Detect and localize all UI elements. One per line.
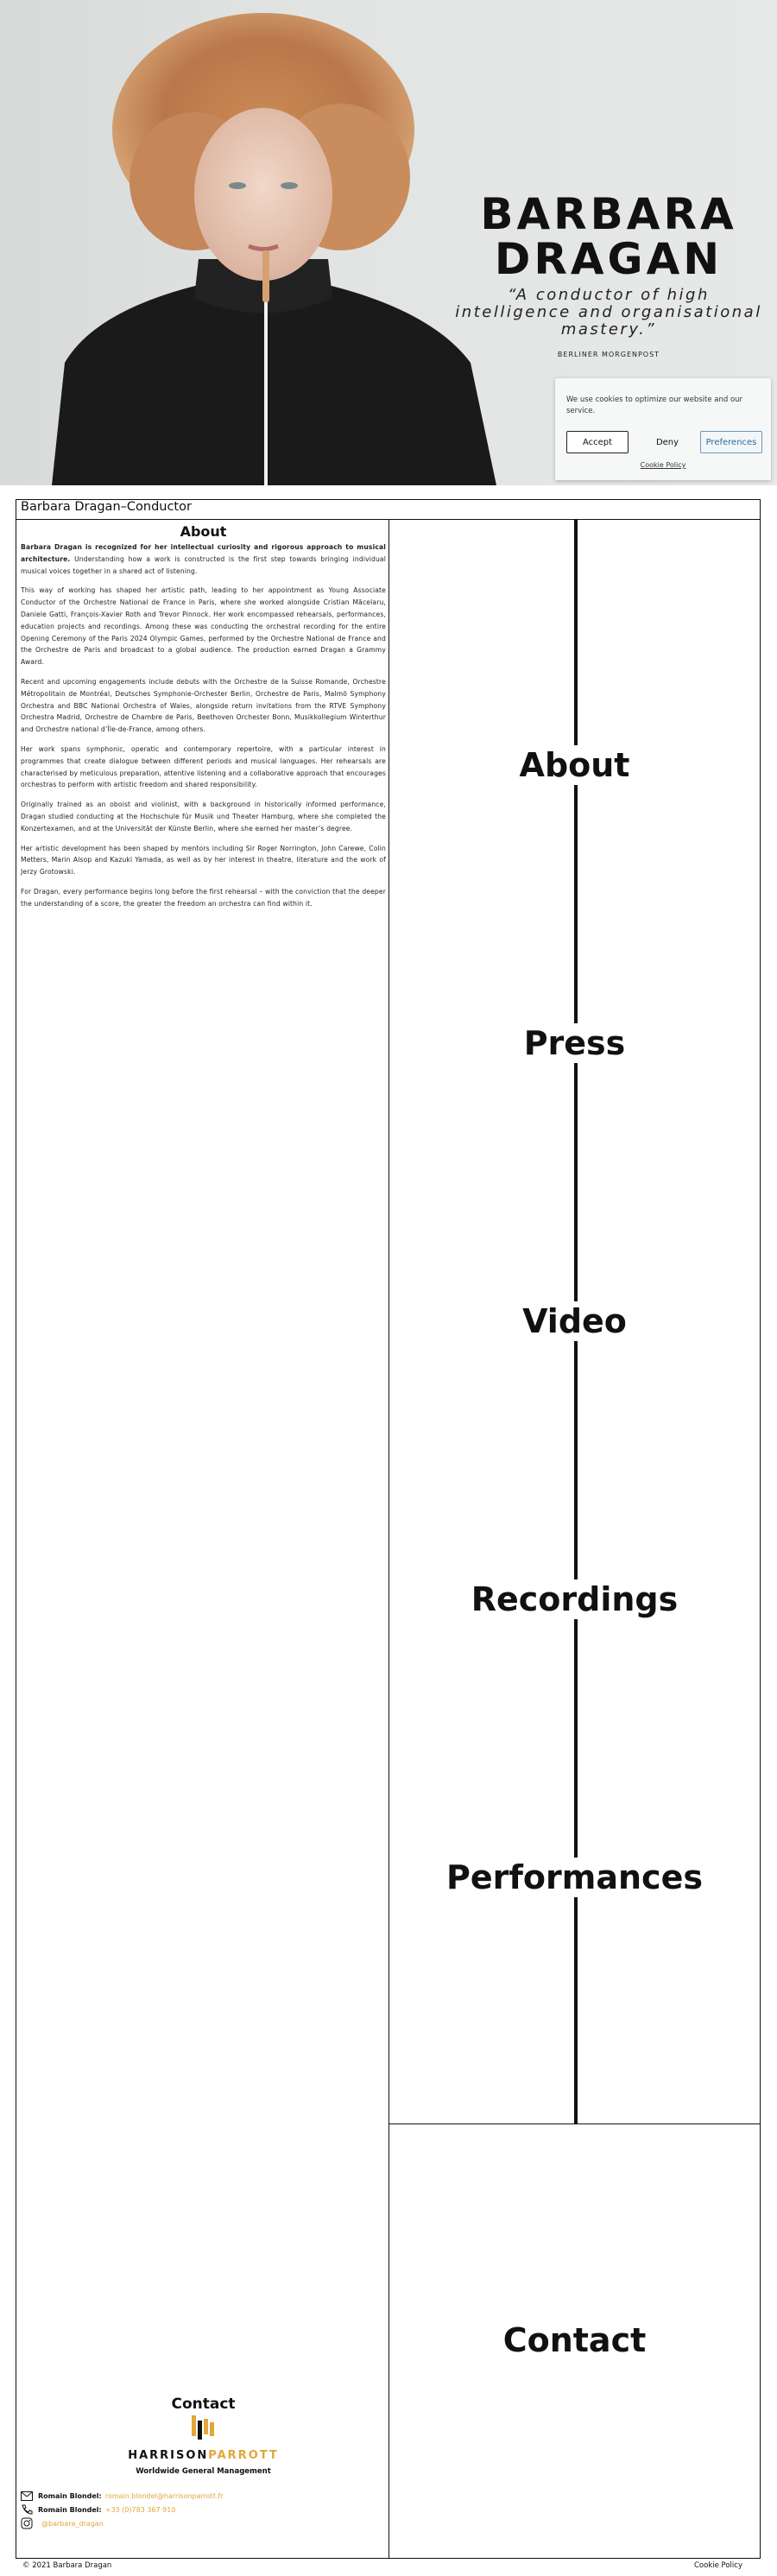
- about-lead: Barbara Dragan is recognized for her int…: [21, 541, 386, 577]
- cookie-message: We use cookies to optimize our website a…: [566, 396, 743, 415]
- hero-banner: BARBARA DRAGAN “A conductor of high inte…: [0, 0, 777, 485]
- hero-quote: “A conductor of high intelligence and or…: [455, 286, 762, 339]
- contact-heading: Contact: [171, 2396, 236, 2413]
- about-paragraph: This way of working has shaped her artis…: [21, 586, 386, 667]
- hero-name: BARBARA DRAGAN: [449, 192, 768, 282]
- contact-nav-divider: [388, 2123, 761, 2124]
- nav-video[interactable]: Video: [389, 1301, 760, 1341]
- header-divider: [16, 519, 761, 520]
- contact-phone-label: Romain Blondel:: [38, 2505, 102, 2514]
- mail-icon: [21, 2491, 33, 2501]
- contact-email-row: Romain Blondel: romain.blondel@harrisonp…: [21, 2490, 224, 2502]
- about-paragraph: Recent and upcoming engagements include …: [21, 677, 386, 734]
- contact-email-label: Romain Blondel:: [38, 2491, 102, 2500]
- hero-name-line2: DRAGAN: [494, 234, 723, 284]
- contact-instagram-link[interactable]: @barbara_dragan: [41, 2519, 104, 2528]
- harrisonparrott-logo-icon: [192, 2415, 214, 2440]
- about-paragraph: For Dragan, every performance begins lon…: [21, 887, 386, 908]
- about-paragraph: Her artistic development has been shaped…: [21, 844, 386, 877]
- hero-name-line1: BARBARA: [480, 189, 737, 239]
- about-lead-rest: Understanding how a work is constructed …: [21, 554, 386, 575]
- cookie-banner: We use cookies to optimize our website a…: [555, 378, 771, 480]
- about-section: About Barbara Dragan is recognized for h…: [21, 523, 386, 918]
- hero-portrait: [52, 13, 496, 485]
- cookie-deny-button[interactable]: Deny: [655, 437, 679, 447]
- footer-divider: [16, 2558, 761, 2559]
- agency-tagline: Worldwide General Management: [136, 2467, 271, 2476]
- nav-contact[interactable]: Contact: [389, 2320, 760, 2360]
- footer-cookie-policy-link[interactable]: Cookie Policy: [693, 2561, 742, 2570]
- footer-copyright: © 2021 Barbara Dragan: [22, 2561, 112, 2570]
- nav-press[interactable]: Press: [389, 1023, 760, 1063]
- instagram-icon: [21, 2517, 33, 2529]
- about-heading: About: [180, 523, 227, 540]
- about-paragraph: Her work spans symphonic, operatic and c…: [21, 744, 386, 789]
- nav-recordings[interactable]: Recordings: [389, 1579, 760, 1619]
- column-divider: [388, 519, 389, 2559]
- contact-phone-link[interactable]: +33 (0)783 367 910: [104, 2505, 176, 2514]
- cookie-policy-link[interactable]: Cookie Policy: [640, 461, 686, 469]
- contact-phone-row: Romain Blondel: +33 (0)783 367 910: [21, 2503, 175, 2516]
- cookie-accept-button[interactable]: Accept: [566, 431, 629, 453]
- cookie-preferences-button[interactable]: Preferences: [700, 431, 762, 453]
- phone-icon: [22, 2504, 33, 2515]
- nav-about[interactable]: About: [389, 745, 760, 785]
- contact-instagram-row: @barbara_dragan: [21, 2517, 104, 2529]
- nav-performances[interactable]: Performances: [389, 1858, 760, 1897]
- agency-name-a: HARRISON: [128, 2449, 209, 2462]
- hero-text: BARBARA DRAGAN “A conductor of high inte…: [449, 192, 768, 358]
- agency-name-b: PARROTT: [208, 2449, 279, 2462]
- site-title[interactable]: Barbara Dragan–Conductor: [21, 500, 192, 514]
- agency-logo-text: HARRISONPARROTT: [21, 2449, 386, 2462]
- about-lead-bold: Barbara Dragan is recognized for her int…: [21, 543, 386, 563]
- about-paragraph: Originally trained as an oboist and viol…: [21, 801, 386, 832]
- hero-quote-source: BERLINER MORGENPOST: [557, 351, 660, 358]
- contact-email-link[interactable]: romain.blondel@harrisonparrott.fr: [104, 2491, 224, 2500]
